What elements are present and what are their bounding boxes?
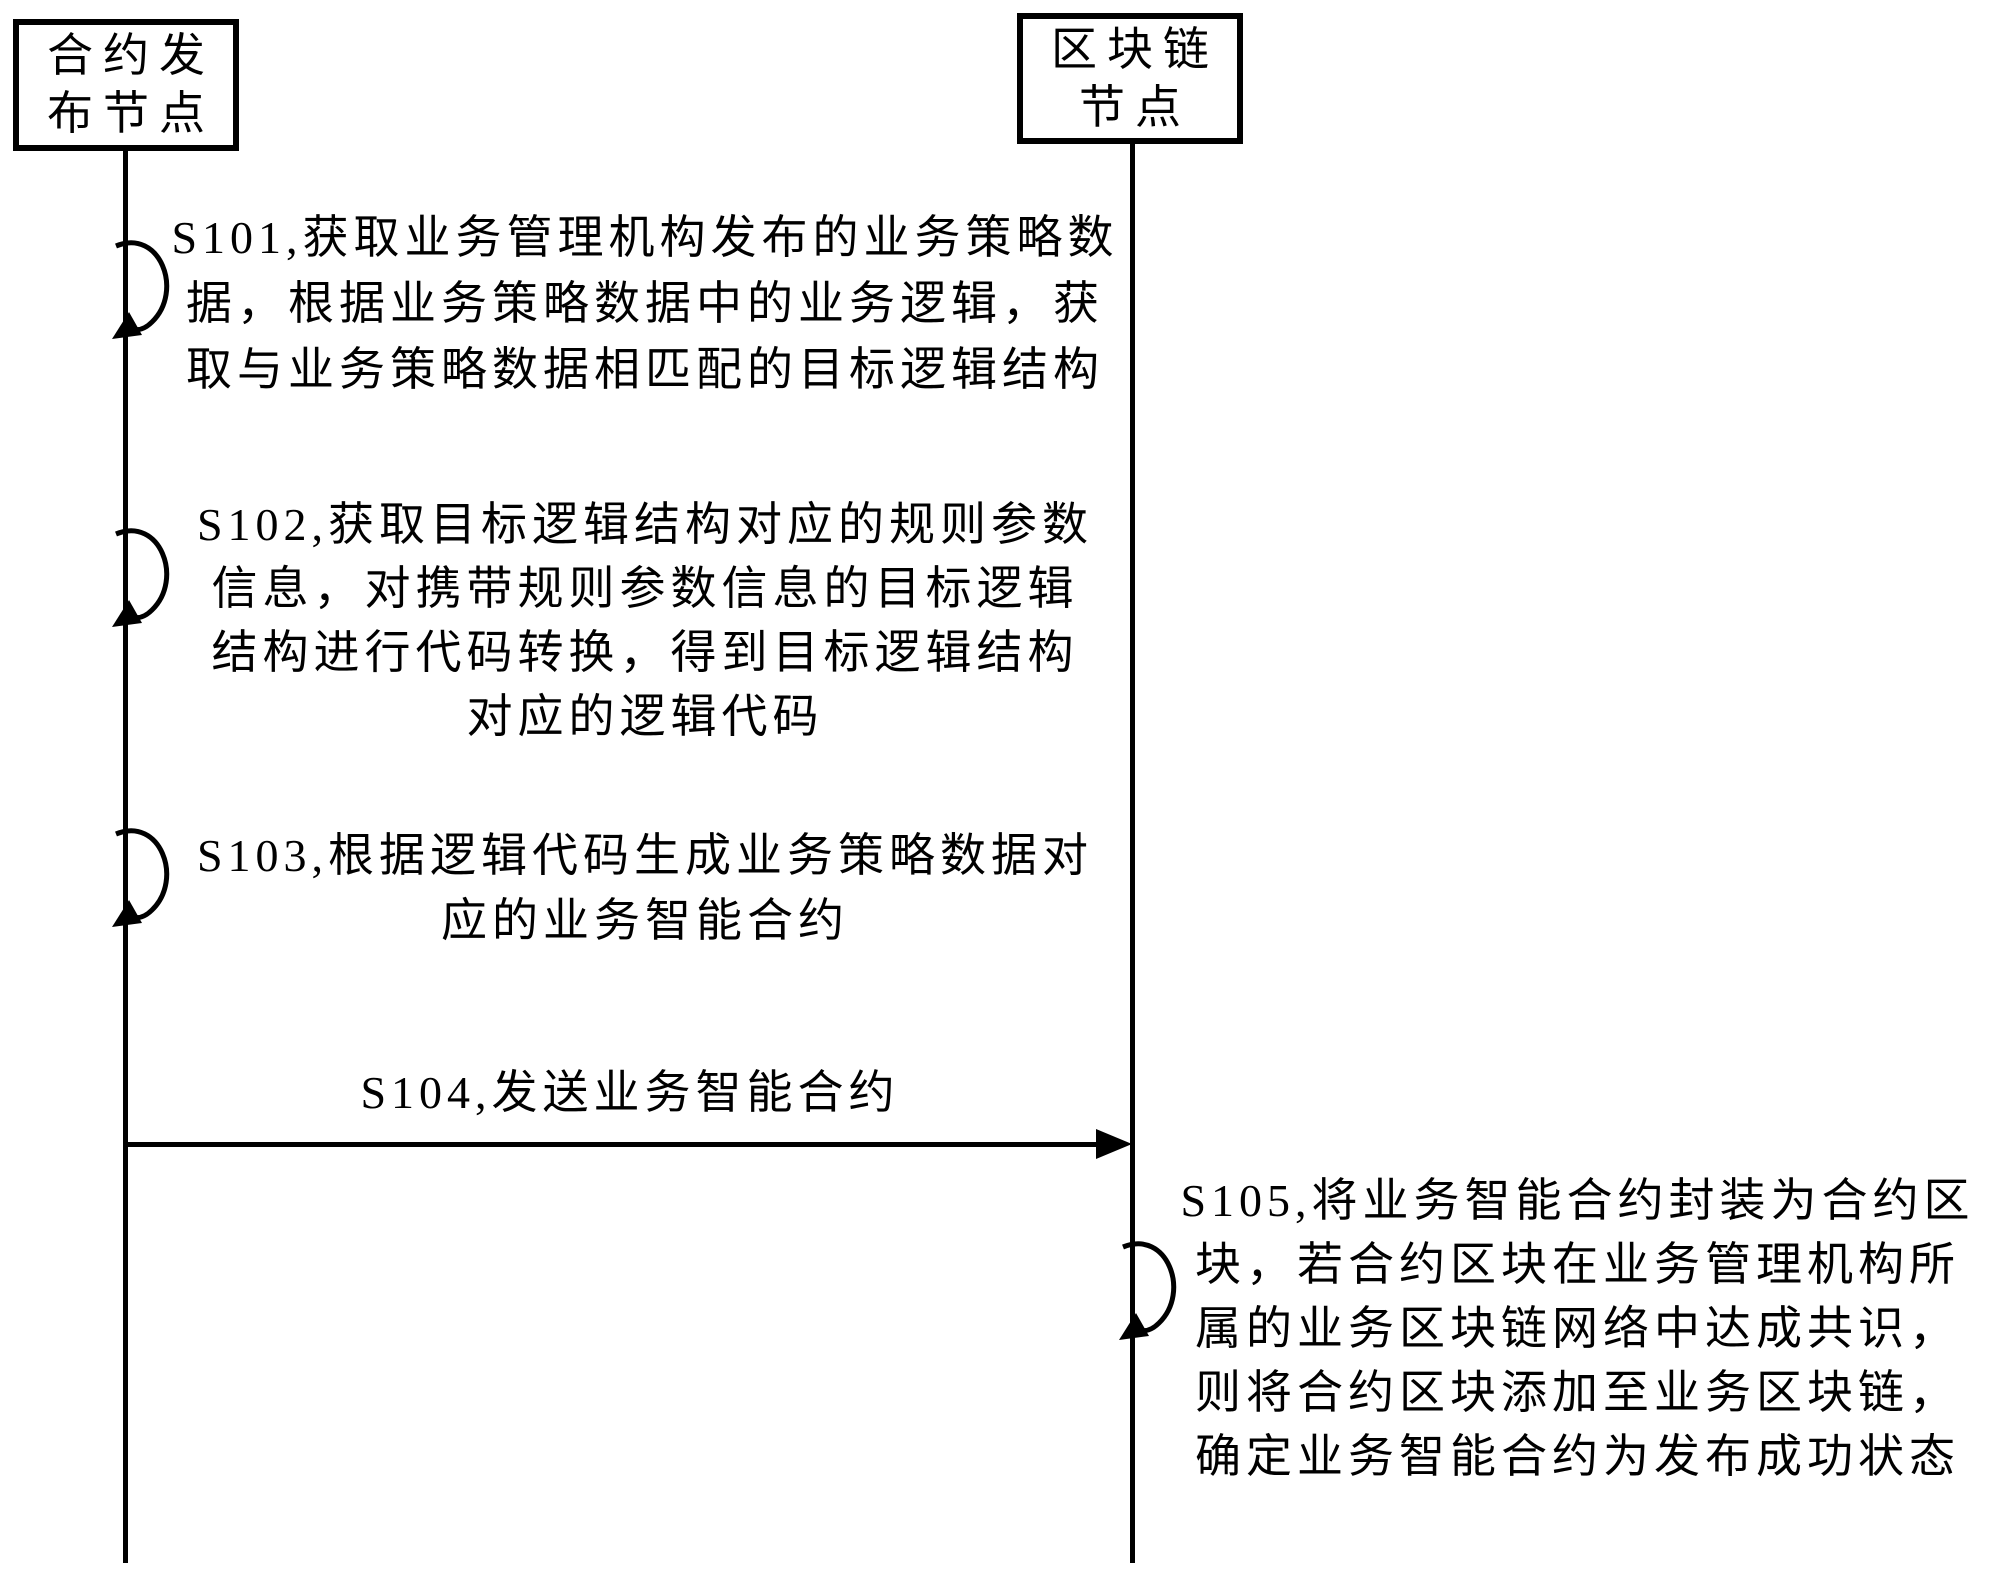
s104-arrowhead: [1096, 1129, 1132, 1159]
message-line: 对应的逻辑代码: [466, 691, 824, 742]
message-line: 应的业务智能合约: [441, 895, 849, 946]
s101-self-loop-arrow: [112, 240, 170, 339]
s102-self-loop-arrow: [112, 528, 170, 627]
s105-message-text: S105,将业务智能合约封装为合约区 块，若合约区块在业务管理机构所 属的业务区…: [1170, 1169, 1985, 1489]
actor-label-line: 节点: [1079, 81, 1191, 133]
s105-self-loop-arrow: [1119, 1241, 1177, 1340]
message-line: 块，若合约区块在业务管理机构所: [1195, 1239, 1960, 1290]
s103-self-loop-arrow: [112, 828, 170, 927]
message-line: 确定业务智能合约为发布成功状态: [1195, 1431, 1960, 1482]
message-line: S102,获取目标逻辑结构对应的规则参数: [196, 499, 1094, 550]
message-line: S105,将业务智能合约封装为合约区: [1180, 1175, 1975, 1226]
message-line: 据，根据业务策略数据中的业务逻辑，获: [186, 278, 1104, 329]
actor-box-blockchain-node: 区块链 节点: [1017, 13, 1243, 144]
message-line: 则将合约区块添加至业务区块链，: [1195, 1367, 1960, 1418]
lifeline-contract-publish-node: [123, 150, 128, 1563]
message-line: 属的业务区块链网络中达成共识，: [1195, 1303, 1960, 1354]
actor-label-line: 区块链: [1051, 23, 1219, 75]
actor-label-line: 布节点: [47, 88, 215, 139]
s104-message-label: S104,发送业务智能合约: [360, 1067, 900, 1118]
message-line: 信息，对携带规则参数信息的目标逻辑: [211, 563, 1079, 614]
actor-label-line: 合约发: [47, 30, 215, 81]
message-line: 结构进行代码转换，得到目标逻辑结构: [211, 627, 1079, 678]
s104-message-arrow: [125, 1142, 1097, 1147]
actor-box-contract-publish-node: 合约发 布节点: [13, 19, 239, 151]
s103-message-text: S103,根据逻辑代码生成业务策略数据对 应的业务智能合约: [150, 823, 1140, 953]
lifeline-blockchain-node: [1130, 143, 1135, 1563]
message-line: 取与业务策略数据相匹配的目标逻辑结构: [186, 344, 1104, 395]
message-line: S103,根据逻辑代码生成业务策略数据对: [196, 830, 1094, 881]
s101-message-text: S101,获取业务管理机构发布的业务策略数 据，根据业务策略数据中的业务逻辑，获…: [150, 205, 1140, 403]
s102-message-text: S102,获取目标逻辑结构对应的规则参数 信息，对携带规则参数信息的目标逻辑 结…: [150, 493, 1140, 749]
message-line: S101,获取业务管理机构发布的业务策略数: [171, 212, 1119, 263]
